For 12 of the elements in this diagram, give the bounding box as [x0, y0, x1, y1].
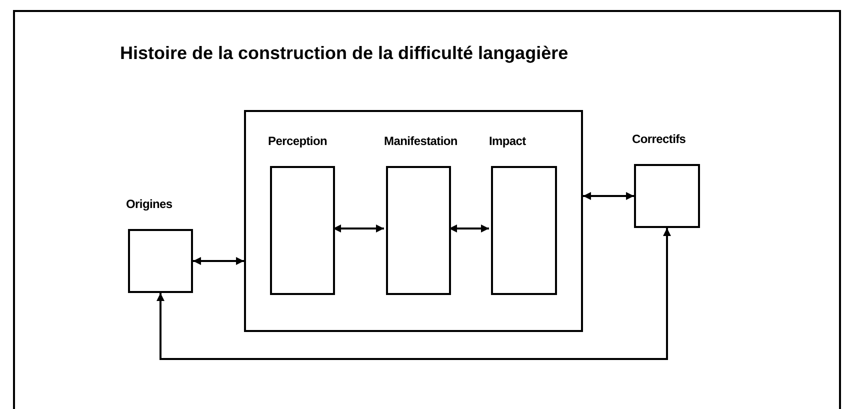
box-heading: Manifestation [384, 133, 458, 150]
box-heading: Origines [126, 196, 172, 213]
box-heading: Perception [268, 133, 328, 150]
double-arrow [583, 192, 634, 200]
group-box [244, 110, 583, 332]
diagram-title: Histoire de la construction de la difficulté langagière [120, 42, 568, 65]
double-arrow [449, 224, 489, 232]
double-arrow [193, 257, 244, 265]
double-arrow [156, 228, 671, 360]
double-arrow [333, 224, 384, 232]
box-heading: Impact [489, 133, 526, 150]
box-heading: Correctifs [632, 131, 686, 148]
